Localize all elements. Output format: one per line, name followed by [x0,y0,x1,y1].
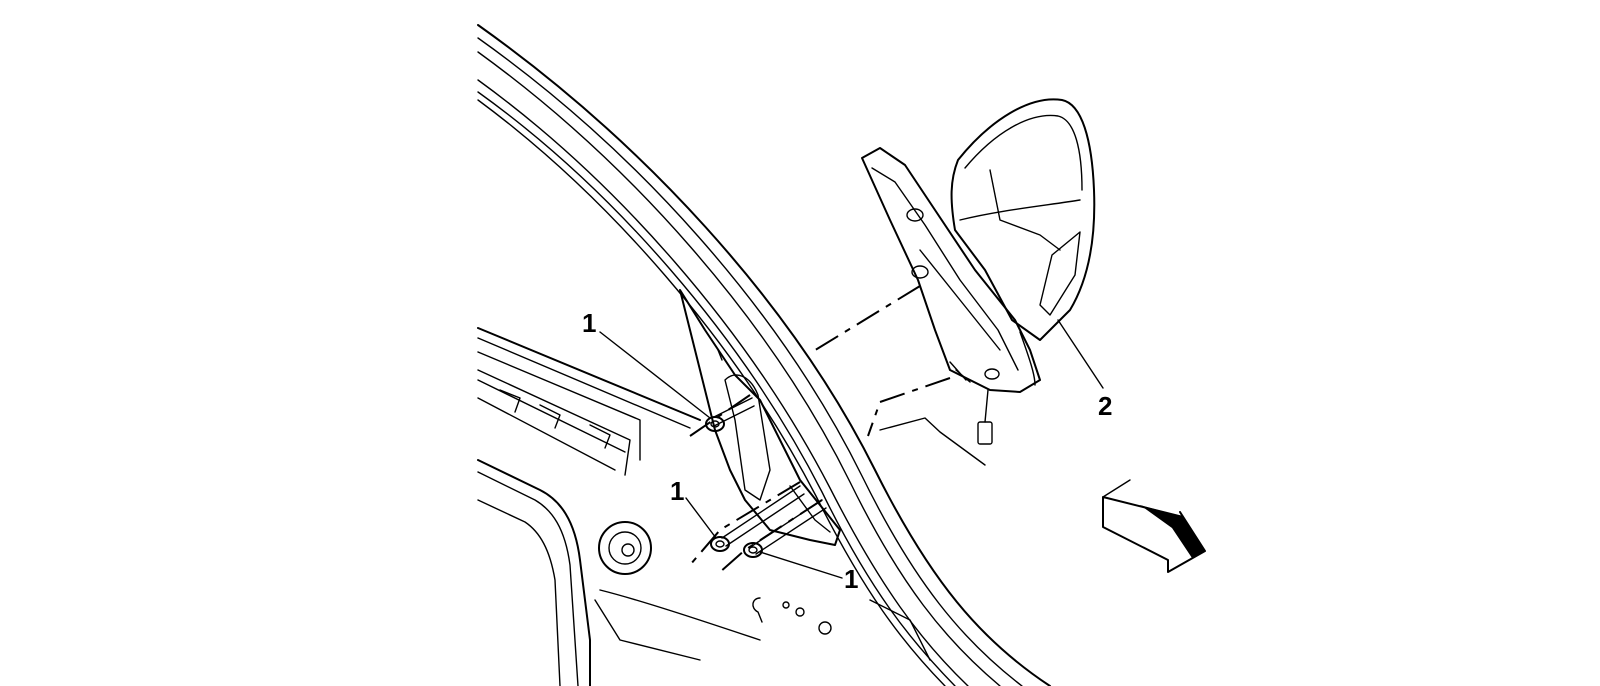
mirror-assembly [861,98,1096,445]
nut-lower-left [710,485,805,552]
callout-mirror-assembly: 2 [1098,391,1112,421]
nut-upper [705,397,755,432]
door-inner-panel [477,459,931,686]
door-beltline [477,327,701,476]
callout-nut-upper: 1 [582,308,596,338]
front-direction-arrow-icon [1102,479,1206,573]
callout-nut-lower-right: 1 [844,564,858,594]
nut-lower-right [743,499,827,558]
door-frame-edges [477,24,1051,686]
callout-nut-lower-left: 1 [670,476,684,506]
mirror-mount-patch [679,289,841,546]
leader-lines [599,319,1104,579]
stud-alignment-lines [689,285,986,573]
